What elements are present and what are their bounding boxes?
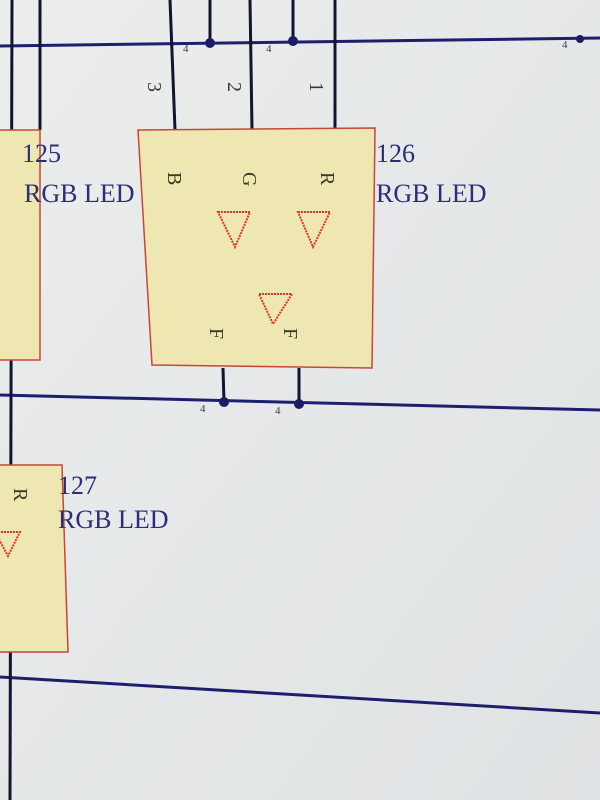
junction-label: 4 <box>275 405 281 417</box>
left-vertical-wire[interactable] <box>8 0 14 800</box>
component-ref: 125 <box>22 139 61 168</box>
junction-dot <box>294 399 304 409</box>
diode-triangle-icon <box>0 531 22 559</box>
junction-label: 4 <box>266 43 272 55</box>
junction-label: 4 <box>562 39 568 51</box>
wire-pin-3[interactable] <box>168 0 177 131</box>
component-body <box>137 127 376 369</box>
top-net-wire[interactable] <box>0 36 600 48</box>
wire-pin-2[interactable] <box>248 0 254 131</box>
pin-label-r: R <box>316 172 338 186</box>
pin-label-r: R <box>9 488 31 502</box>
component-ref: 127 <box>58 471 97 500</box>
diode-triangle-icon <box>216 211 252 250</box>
junction-label: 4 <box>183 43 189 55</box>
pin-label-f: F <box>279 328 301 339</box>
junction-dot <box>576 35 584 43</box>
bottom-net-wire[interactable] <box>0 675 600 715</box>
diode-triangle-icon <box>296 211 332 250</box>
wire[interactable] <box>221 367 226 403</box>
component-name: RGB LED <box>24 179 135 208</box>
pin-label-g: G <box>238 172 260 186</box>
component-body <box>0 129 41 361</box>
junction-label: 4 <box>200 403 206 415</box>
component-name: RGB LED <box>376 179 487 208</box>
component-125[interactable]: 125 RGB LED <box>0 129 135 361</box>
component-126[interactable]: 126 RGB LED 3 2 1 B G R F F <box>137 82 487 369</box>
component-name: RGB LED <box>58 505 169 534</box>
diode-triangle-icon <box>257 293 294 327</box>
component-body <box>0 464 69 653</box>
pin-label-b: B <box>163 172 185 185</box>
pin-number-2: 2 <box>223 82 245 92</box>
component-ref: 126 <box>376 139 415 168</box>
component-127[interactable]: 127 RGB LED R <box>0 464 169 653</box>
pin-number-3: 3 <box>143 82 165 92</box>
junction-dot <box>205 38 215 48</box>
junction-dot <box>288 36 298 46</box>
pin-label-f: F <box>205 328 227 339</box>
pin-number-1: 1 <box>305 82 327 92</box>
junction-dot <box>219 397 229 407</box>
